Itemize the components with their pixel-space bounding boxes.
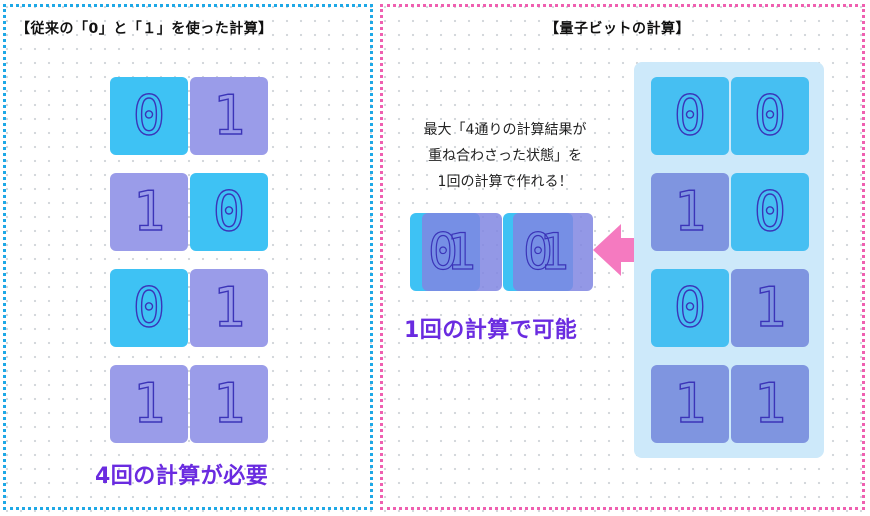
state-digit: 0: [673, 84, 707, 147]
quantum-panel: [380, 4, 865, 510]
state-tile-purple: 1: [731, 365, 809, 443]
bit-digit: 1: [212, 84, 246, 147]
quantum-explanation: 最大「4通りの計算結果が 重ね合わさった状態」を 1回の計算で作れる！: [387, 117, 623, 195]
state-digit: 0: [753, 180, 787, 243]
state-digit: 1: [673, 372, 707, 435]
bit-tile-purple: 1: [110, 365, 188, 443]
bit-digit: 0: [132, 84, 166, 147]
bit-digit: 1: [132, 372, 166, 435]
bit-digit: 0: [212, 180, 246, 243]
bit-tile-purple: 1: [190, 269, 268, 347]
bit-digit: 1: [212, 372, 246, 435]
state-tile-purple: 1: [651, 173, 729, 251]
qubit-digit-back: 0: [522, 223, 554, 281]
bit-tile-purple: 1: [190, 77, 268, 155]
classical-caption: 4回の計算が必要: [95, 464, 269, 489]
qubit-digit-front: 1: [538, 223, 570, 281]
state-tile-purple: 1: [731, 269, 809, 347]
explanation-line: 重ね合わさった状態」を: [428, 148, 582, 164]
explanation-line: 最大「4通りの計算結果が: [423, 122, 587, 138]
superposed-digits: 0 1: [503, 213, 593, 291]
state-digit: 1: [753, 276, 787, 339]
bit-tile-blue: 0: [110, 269, 188, 347]
bit-digit: 0: [132, 276, 166, 339]
bit-tile-purple: 1: [190, 365, 268, 443]
left-arrow-icon: [593, 224, 643, 276]
state-tile-blue: 0: [651, 269, 729, 347]
qubit-digit-front: 1: [445, 223, 477, 281]
bit-digit: 1: [212, 276, 246, 339]
qubit-layer-purple: [513, 213, 593, 291]
state-digit: 0: [753, 84, 787, 147]
quantum-panel-title: 【量子ビットの計算】: [545, 21, 690, 37]
state-tile-blue: 0: [731, 173, 809, 251]
qubit-digit-back: 0: [427, 223, 459, 281]
bit-tile-blue: 0: [190, 173, 268, 251]
qubit-layer-purple: [422, 213, 502, 291]
bit-tile-purple: 1: [110, 173, 188, 251]
state-digit: 1: [753, 372, 787, 435]
classical-panel: [3, 4, 373, 510]
state-digit: 0: [673, 276, 707, 339]
state-tile-blue: 0: [651, 77, 729, 155]
state-tile-blue: 0: [731, 77, 809, 155]
superposed-digits: 0 1: [410, 213, 502, 291]
quantum-caption: 1回の計算で可能: [404, 318, 578, 343]
bit-digit: 1: [132, 180, 166, 243]
bit-tile-blue: 0: [110, 77, 188, 155]
state-digit: 1: [673, 180, 707, 243]
explanation-line: 1回の計算で作れる！: [437, 174, 573, 190]
state-tile-purple: 1: [651, 365, 729, 443]
classical-panel-title: 【従来の「0」と「１」を使った計算】: [16, 21, 273, 37]
